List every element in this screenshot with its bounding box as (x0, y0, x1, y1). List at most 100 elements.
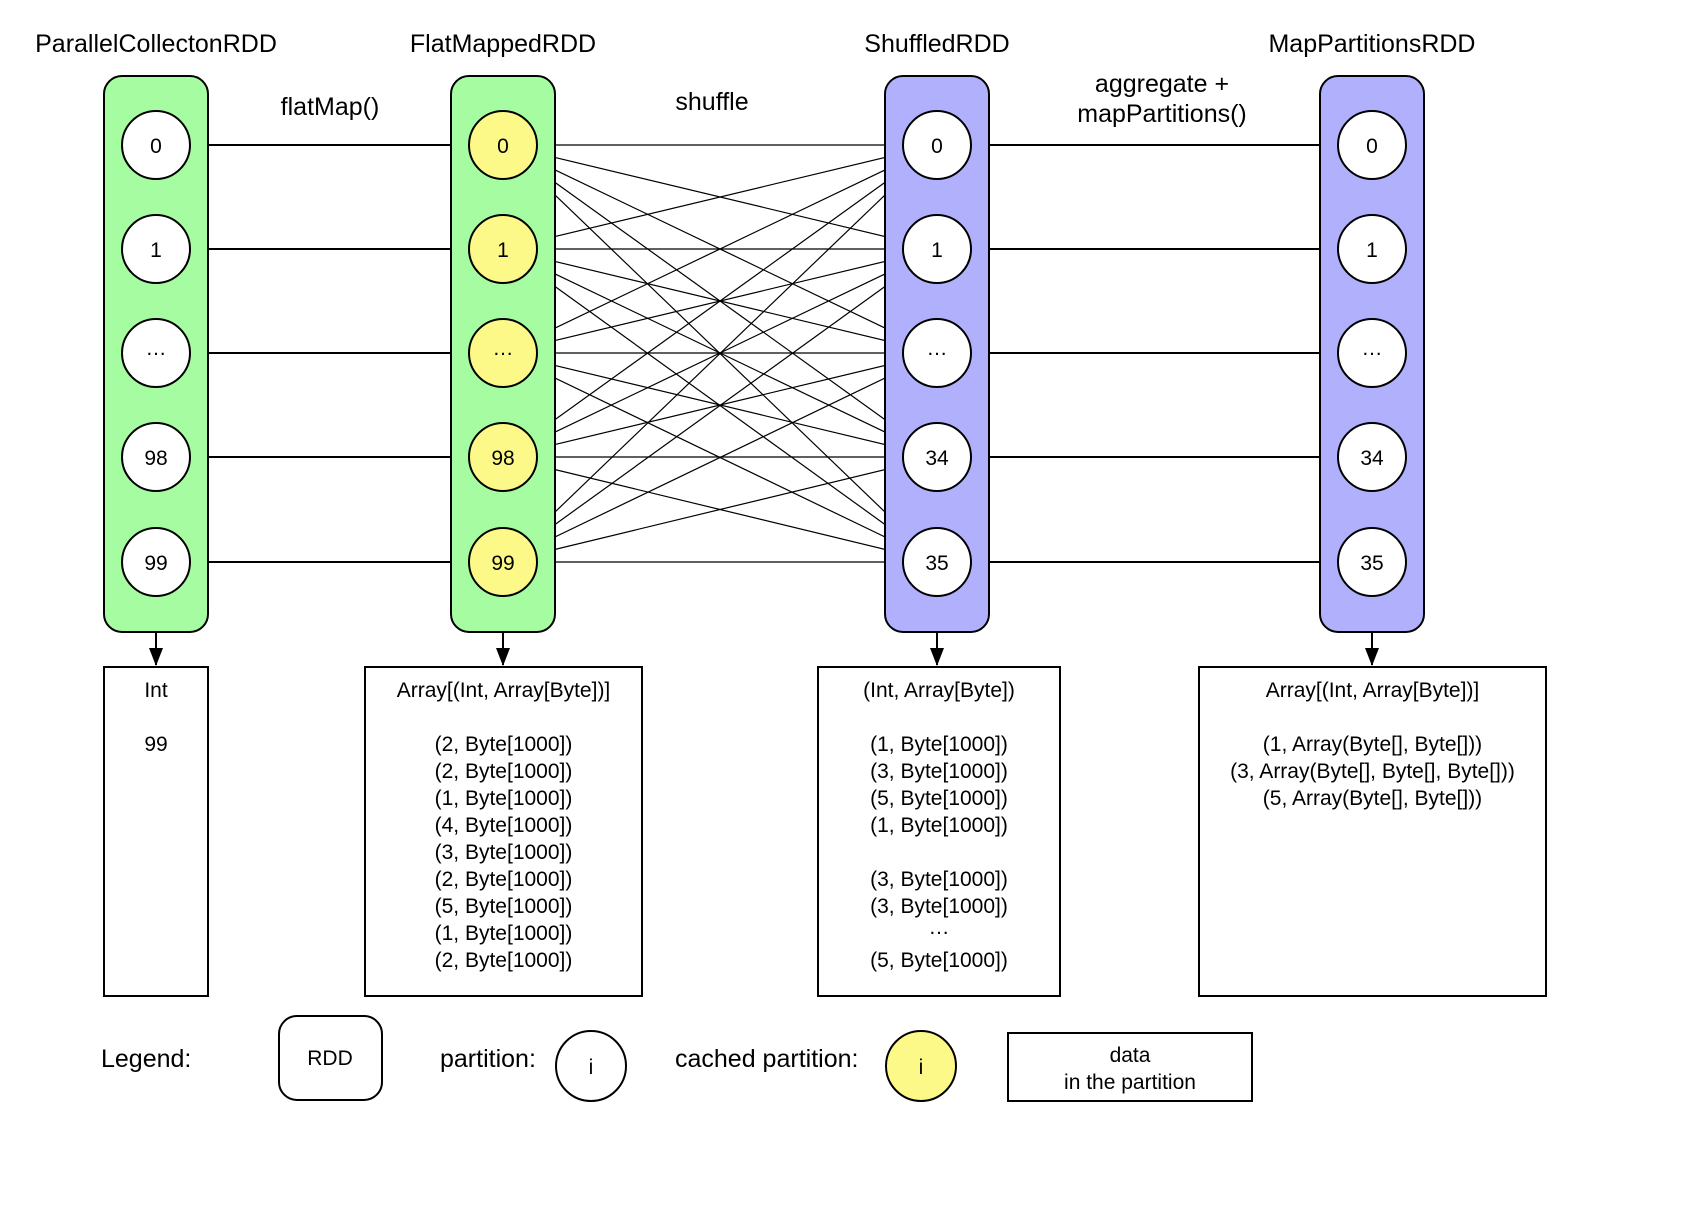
legend-cached-label: cached partition: (675, 1045, 858, 1073)
transformation-label: mapPartitions() (1077, 100, 1247, 128)
partition-label: 34 (1360, 447, 1384, 470)
partition-label: 34 (925, 447, 949, 470)
partition-data-box: Array[(Int, Array[Byte])](2, Byte[1000])… (364, 666, 643, 997)
legend-rdd-label: RDD (307, 1047, 353, 1070)
partition-label: 35 (1360, 552, 1383, 575)
partition-label: 99 (491, 552, 514, 575)
partition: 1 (1337, 214, 1407, 284)
partition-label: 35 (925, 552, 948, 575)
edges-layer (149, 138, 1379, 666)
legend-data-line-2: in the partition (1064, 1071, 1196, 1094)
legend-data-line-1: data (1110, 1044, 1151, 1067)
data-line: (3, Array(Byte[], Byte[], Byte[])) (1230, 760, 1515, 783)
partition-label: 98 (144, 447, 167, 470)
partition-circle (121, 527, 191, 597)
legend-rdd-symbol (278, 1015, 383, 1101)
partition: 98 (121, 422, 191, 492)
partition-circle (468, 318, 538, 388)
legend-partition-i: i (589, 1056, 594, 1079)
legend: Legend: RDD partition: i cached partitio… (101, 1015, 1253, 1102)
legend-cached-partition-symbol (885, 1030, 957, 1102)
partition-circle (902, 422, 972, 492)
partition-circle (902, 318, 972, 388)
legend-partition-symbol (555, 1030, 627, 1102)
data-line: (1, Byte[1000]) (870, 733, 1008, 756)
partition-label: 1 (150, 239, 162, 262)
data-line: (2, Byte[1000]) (435, 760, 573, 783)
partition-label: 0 (931, 135, 943, 158)
partition-circle (902, 110, 972, 180)
partition-label: 0 (497, 135, 509, 158)
rdd-title: FlatMappedRDD (410, 30, 596, 58)
partition: 0 (1337, 110, 1407, 180)
rdd-title: ShuffledRDD (864, 30, 1009, 58)
data-box-frame (1198, 666, 1547, 997)
rdd-FlatMappedRDD: 0 1 … 98 99 (450, 75, 556, 633)
shuffle-dependency-edge (535, 150, 904, 242)
partition: 35 (1337, 527, 1407, 597)
partition-circle (902, 527, 972, 597)
data-line: (3, Byte[1000]) (870, 895, 1008, 918)
data-type-label: Int (144, 679, 168, 702)
data-line: (3, Byte[1000]) (870, 868, 1008, 891)
data-line: (5, Byte[1000]) (870, 949, 1008, 972)
partition: 1 (121, 214, 191, 284)
data-line: (2, Byte[1000]) (435, 733, 573, 756)
partition-label: 1 (497, 239, 509, 262)
data-type-label: Array[(Int, Array[Byte])] (1266, 679, 1480, 702)
partition-circle (121, 214, 191, 284)
legend-title: Legend: (101, 1045, 191, 1073)
shuffle-dependency-edge (530, 164, 910, 438)
shuffle-dependency-edge (535, 462, 904, 555)
partition-circle (121, 318, 191, 388)
rdd-MapPartitionsRDD: 0 1 … 34 35 (1319, 75, 1425, 633)
data-line: (3, Byte[1000]) (435, 841, 573, 864)
data-line: (1, Byte[1000]) (435, 922, 573, 945)
rdd-title: MapPartitionsRDD (1268, 30, 1475, 58)
partition-circle (1337, 214, 1407, 284)
partition-circle (1337, 110, 1407, 180)
data-line: (2, Byte[1000]) (435, 868, 573, 891)
data-type-label: (Int, Array[Byte]) (863, 679, 1015, 702)
data-line: (5, Byte[1000]) (435, 895, 573, 918)
partition-label: 1 (1366, 239, 1378, 262)
cached-partition: … (468, 318, 538, 388)
partition: 99 (121, 527, 191, 597)
partition-label: 0 (150, 135, 162, 158)
partition-circle (468, 110, 538, 180)
partition-circle (902, 214, 972, 284)
transformation-label: aggregate + (1095, 70, 1229, 98)
rdd-title: ParallelCollectonRDD (35, 30, 277, 58)
transformation-label: flatMap() (281, 93, 380, 121)
partition-label: 1 (931, 239, 943, 262)
shuffle-dependency-edge (530, 268, 910, 543)
partition-data-box: Array[(Int, Array[Byte])](1, Array(Byte[… (1198, 666, 1547, 997)
label-layer: ParallelCollectonRDD FlatMappedRDD Shuffle… (35, 30, 1475, 128)
partition-circle (1337, 422, 1407, 492)
data-box-frame (103, 666, 209, 997)
data-line: (3, Byte[1000]) (870, 760, 1008, 783)
partition-circle (1337, 527, 1407, 597)
partition-label: … (146, 337, 167, 360)
partition: … (1337, 318, 1407, 388)
cached-partition: 98 (468, 422, 538, 492)
shuffle-dependency-edge (533, 367, 907, 548)
partition-label: 0 (1366, 135, 1378, 158)
partition-circle (121, 422, 191, 492)
cached-partition: 1 (468, 214, 538, 284)
partition-label: 98 (491, 447, 514, 470)
data-line: (1, Byte[1000]) (435, 787, 573, 810)
shuffle-dependency-edge (527, 168, 913, 539)
cached-partition: 99 (468, 527, 538, 597)
legend-cached-i: i (919, 1056, 924, 1079)
data-line: 99 (144, 733, 167, 756)
partition-circle (121, 110, 191, 180)
data-line: (5, Byte[1000]) (870, 787, 1008, 810)
data-box-frame (364, 666, 643, 997)
partition: 0 (902, 110, 972, 180)
partition: 34 (902, 422, 972, 492)
